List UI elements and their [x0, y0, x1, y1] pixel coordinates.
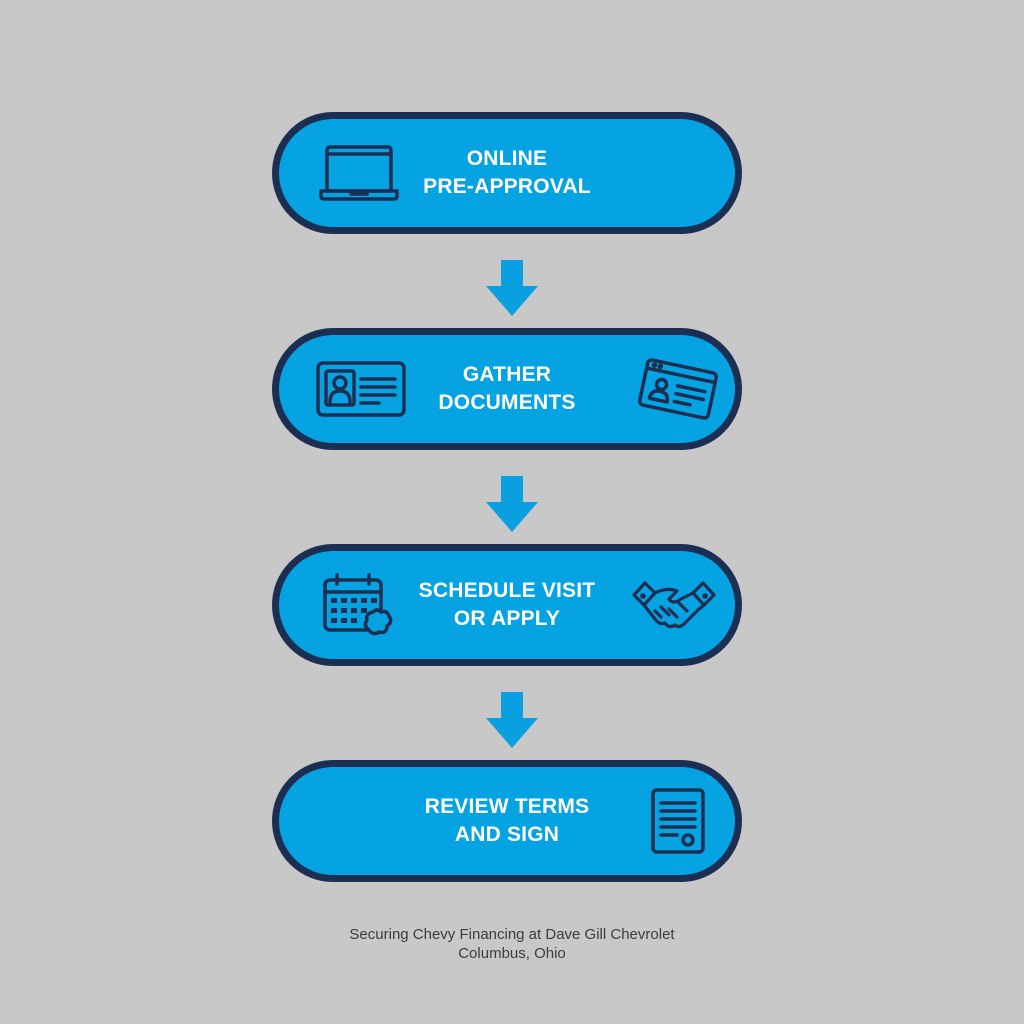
step-label-line2: PRE-APPROVAL	[423, 175, 591, 198]
step-label-line2: AND SIGN	[454, 823, 560, 846]
step-label: REVIEW TERMS AND SIGN	[425, 793, 590, 849]
step-label-line2: DOCUMENTS	[438, 391, 576, 414]
step-schedule-visit-or-apply: SCHEDULE VISIT OR APPLY	[272, 544, 742, 666]
online-profile-card-icon	[637, 356, 719, 422]
laptop-icon	[319, 143, 399, 203]
step-label-line1: GATHER	[462, 363, 552, 386]
caption-title: Securing Chevy Financing at Dave Gill Ch…	[349, 926, 675, 943]
step-review-terms-and-sign: REVIEW TERMS AND SIGN	[272, 760, 742, 882]
step-label-line1: ONLINE	[466, 147, 548, 170]
caption: Securing Chevy Financing at Dave Gill Ch…	[0, 925, 1024, 963]
step-label: SCHEDULE VISIT OR APPLY	[419, 577, 596, 633]
handshake-icon	[631, 577, 717, 633]
caption-location: Columbus, Ohio	[458, 945, 566, 962]
down-arrow-icon	[486, 260, 538, 316]
step-label-line2: OR APPLY	[453, 607, 561, 630]
step-online-pre-approval: ONLINE PRE-APPROVAL	[272, 112, 742, 234]
id-card-icon	[315, 360, 407, 418]
calendar-icon	[321, 572, 397, 638]
certificate-document-icon	[649, 787, 707, 855]
step-gather-documents: GATHER DOCUMENTS	[272, 328, 742, 450]
down-arrow-icon	[486, 476, 538, 532]
down-arrow-icon	[486, 692, 538, 748]
step-label-line1: SCHEDULE VISIT	[418, 579, 596, 602]
step-label-line1: REVIEW TERMS	[424, 795, 590, 818]
step-label: GATHER DOCUMENTS	[438, 361, 575, 417]
step-label: ONLINE PRE-APPROVAL	[423, 145, 591, 201]
